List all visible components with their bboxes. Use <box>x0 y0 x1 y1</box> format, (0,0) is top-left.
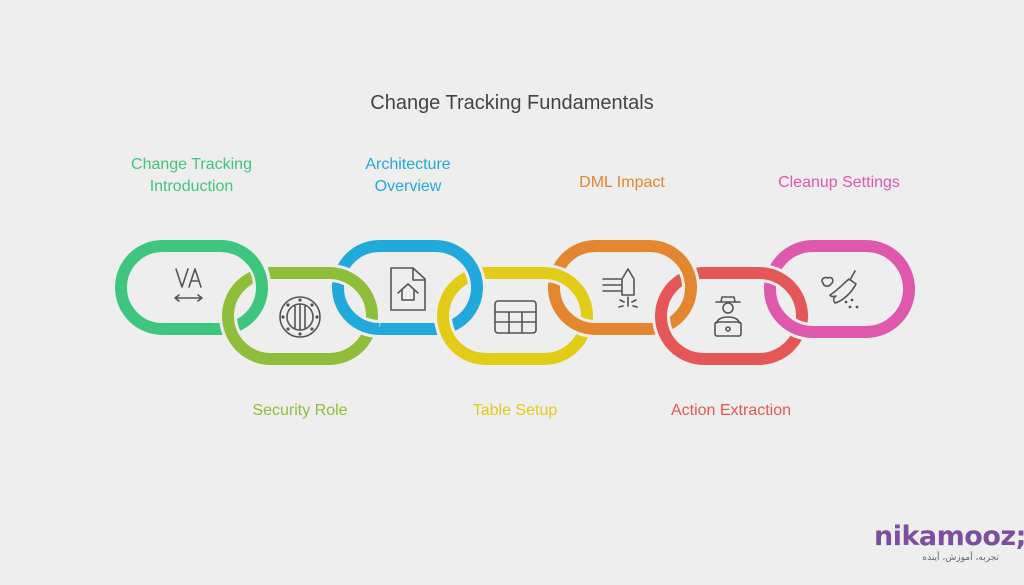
broom-icon <box>821 270 859 309</box>
nikamooz-logo: nikamooz; تجربه، آموزش، آینده <box>874 522 1024 564</box>
bullet-impact-icon <box>602 268 638 308</box>
chain-link-security-role <box>222 267 378 365</box>
step-label-table-setup: Table Setup <box>425 400 605 422</box>
step-label-architecture-overview: Architecture Overview <box>318 154 498 198</box>
logo-wordmark: nikamooz; <box>874 521 1024 552</box>
table-icon <box>494 300 537 334</box>
label-line: Security Role <box>252 402 348 419</box>
step-label-security-role: Security Role <box>210 400 390 422</box>
file-upload-icon <box>390 267 426 311</box>
text-width-icon <box>174 268 203 302</box>
label-line: DML Impact <box>579 174 665 191</box>
label-line: Architecture <box>365 156 451 173</box>
chain-link-table-setup <box>437 267 593 365</box>
label-line: Action Extraction <box>670 402 792 419</box>
logo-tagline: تجربه، آموزش، آینده <box>922 553 999 563</box>
vault-door-icon <box>279 296 321 338</box>
step-label-change-tracking-introduction: Change Tracking Introduction <box>100 154 283 198</box>
label-line: Table Setup <box>472 402 558 419</box>
label-line: Overview <box>374 178 442 195</box>
chain-link-action-extraction <box>655 267 808 365</box>
diagram-title: Change Tracking Fundamentals <box>370 92 654 114</box>
label-line: Cleanup Settings <box>778 174 900 191</box>
step-label-dml-impact: DML Impact <box>532 172 712 194</box>
step-label-action-extraction: Action Extraction <box>631 400 831 422</box>
step-label-cleanup-settings: Cleanup Settings <box>748 172 930 194</box>
hacker-laptop-icon <box>714 296 742 337</box>
label-line: Introduction <box>149 178 234 195</box>
label-line: Change Tracking <box>131 156 252 173</box>
